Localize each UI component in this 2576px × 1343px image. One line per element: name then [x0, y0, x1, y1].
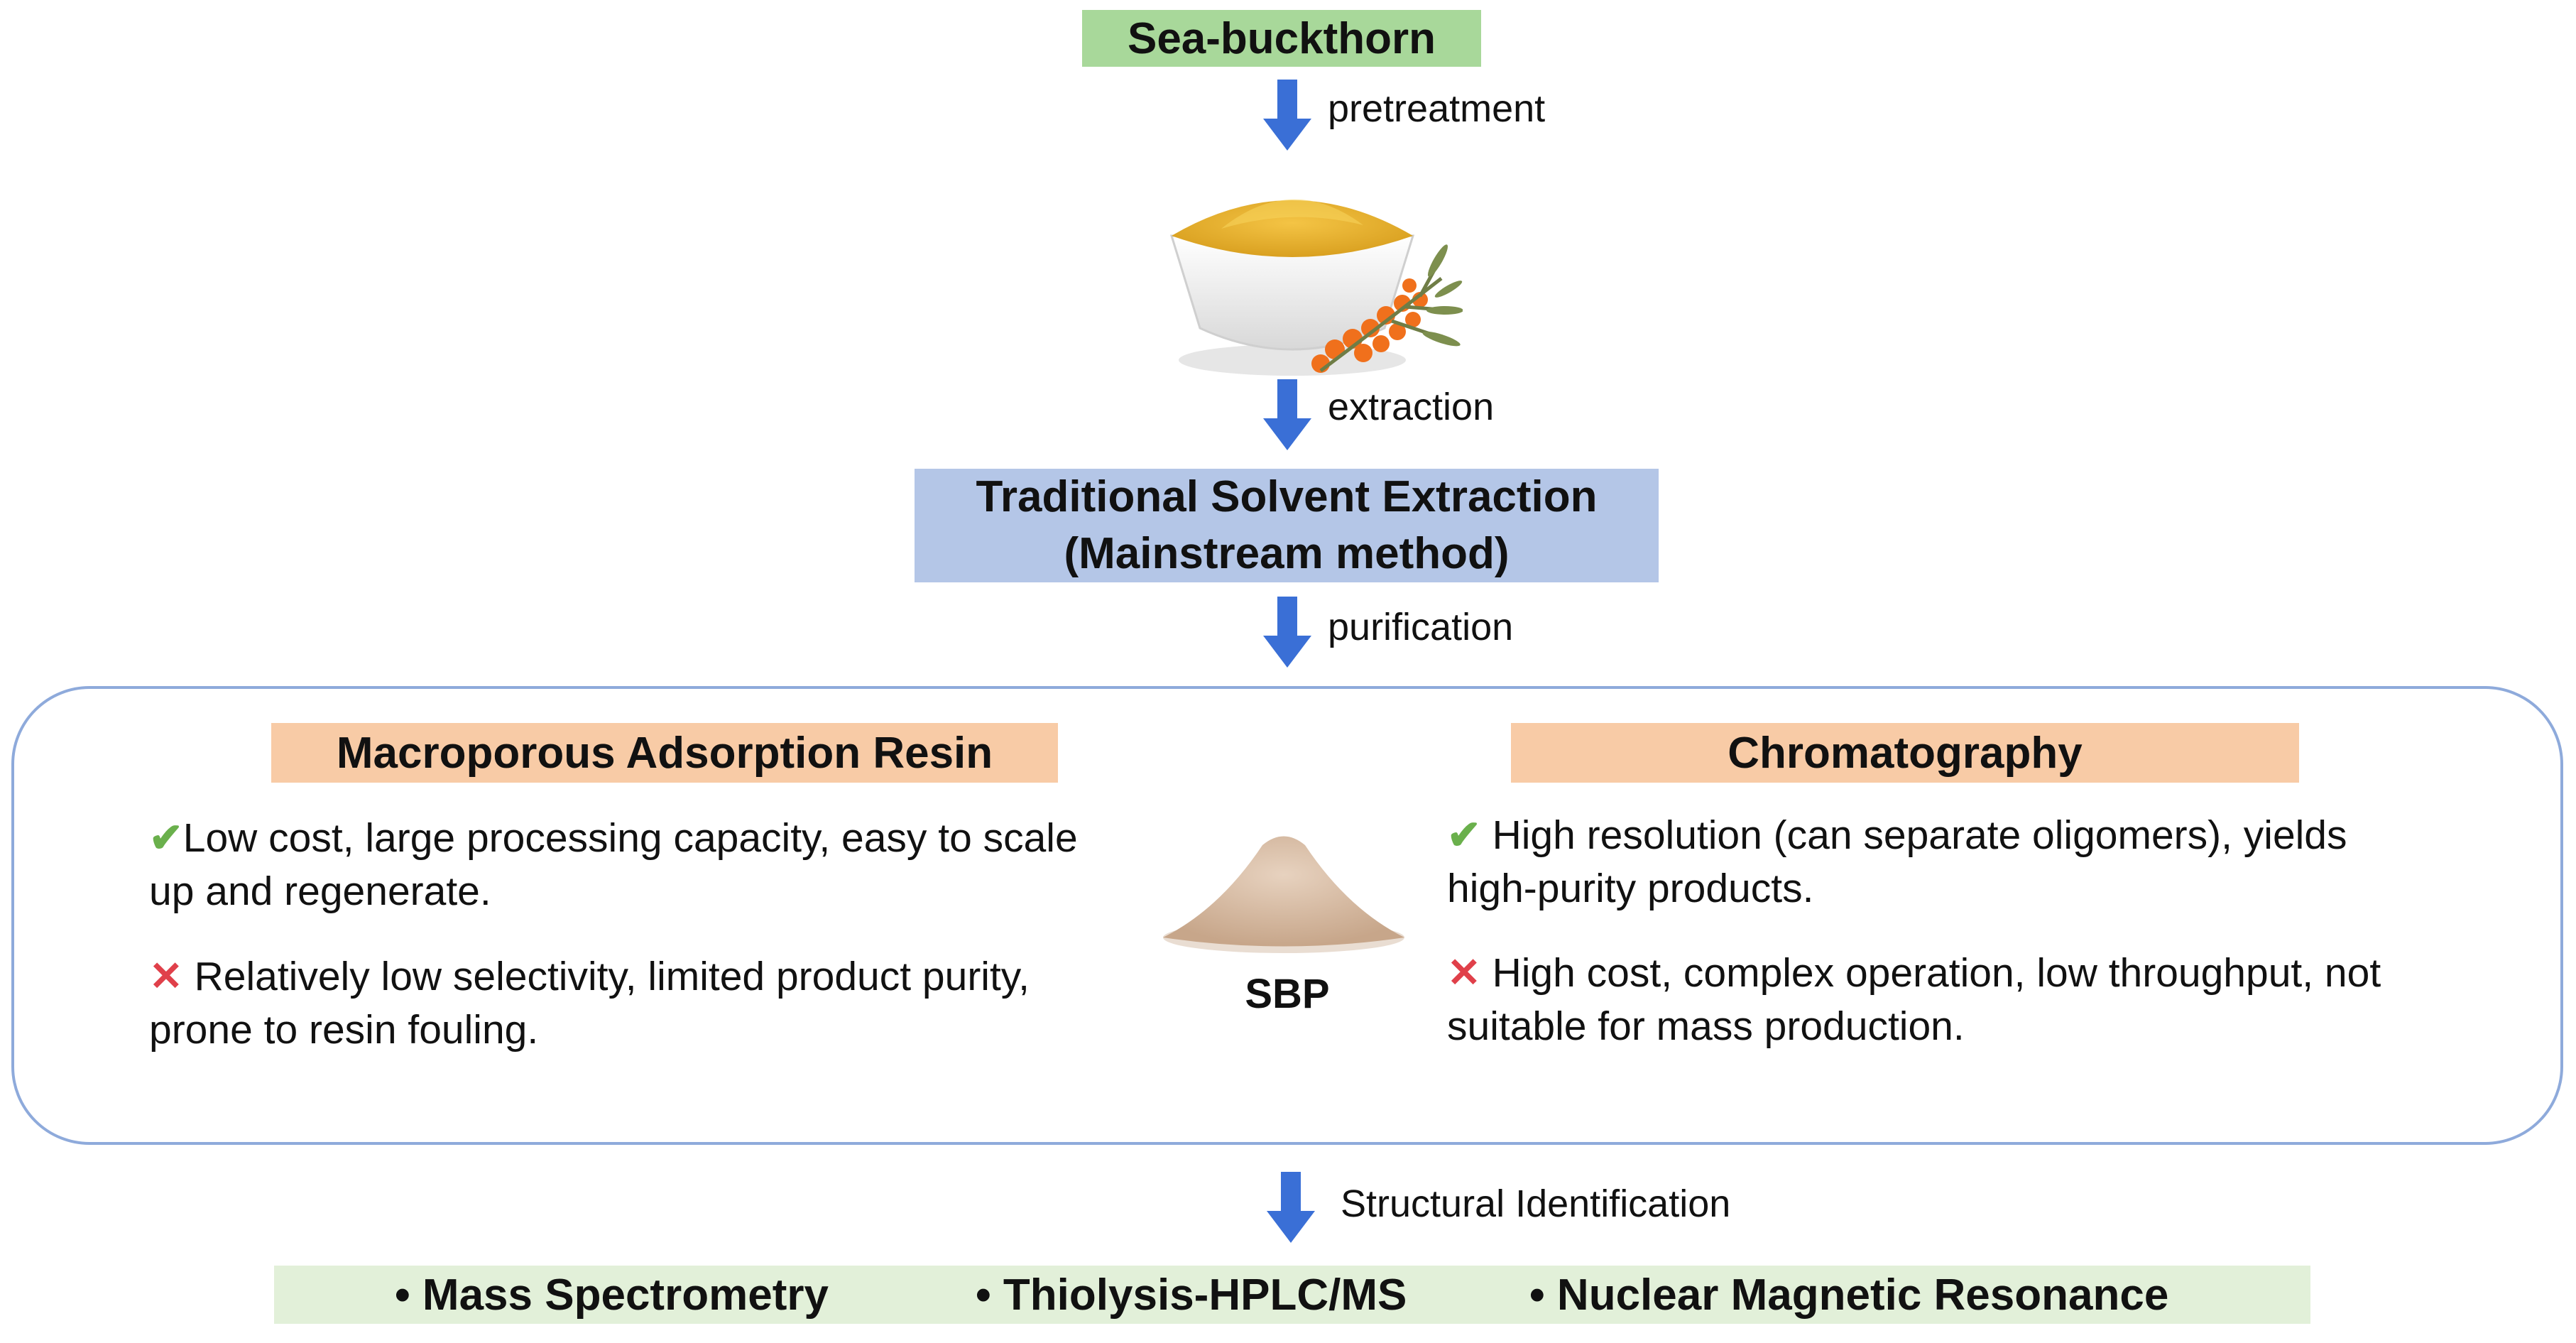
cross-icon: ✕ [1447, 950, 1481, 996]
cross-icon: ✕ [149, 954, 183, 999]
resin-header: Macroporous Adsorption Resin [271, 723, 1058, 783]
down-arrow-icon [1263, 80, 1311, 151]
method-mass-spectrometry: • Mass Spectrometry [395, 1271, 829, 1320]
sea-buckthorn-box: Sea-buckthorn [1082, 10, 1481, 67]
chromatography-header: Chromatography [1511, 723, 2299, 783]
sbp-powder-image [1163, 836, 1404, 953]
down-arrow-icon [1263, 379, 1311, 450]
identification-methods-bar [274, 1266, 2310, 1324]
chromatography-con-text: ✕ High cost, complex operation, low thro… [1447, 950, 2381, 1049]
down-arrow-icon [1267, 1172, 1315, 1243]
solvent-extraction-box: Traditional Solvent Extraction (Mainstre… [915, 469, 1659, 582]
chromatography-title: Chromatography [1728, 728, 2083, 778]
extraction-label: extraction [1328, 386, 1495, 428]
method-thiolysis-hplc-ms: • Thiolysis-HPLC/MS [976, 1271, 1407, 1320]
resin-title: Macroporous Adsorption Resin [336, 728, 993, 778]
chromatography-pro-text: ✔ High resolution (can separate oligomer… [1447, 812, 2347, 911]
structural-identification-label: Structural Identification [1341, 1182, 1731, 1225]
method-nmr: • Nuclear Magnetic Resonance [1529, 1271, 2169, 1320]
pretreatment-label: pretreatment [1328, 87, 1546, 130]
purification-methods-frame [11, 686, 2563, 1145]
purification-label: purification [1328, 606, 1514, 648]
down-arrow-icon [1263, 597, 1311, 668]
check-icon: ✔ [149, 815, 183, 861]
powder-bowl-image [1169, 199, 1463, 376]
resin-pro-text: ✔Low cost, large processing capacity, ea… [149, 815, 1078, 914]
sea-buckthorn-label: Sea-buckthorn [1127, 13, 1436, 63]
extraction-method-subtitle: (Mainstream method) [1064, 529, 1510, 578]
extraction-method-title: Traditional Solvent Extraction [976, 472, 1598, 521]
check-icon: ✔ [1447, 812, 1481, 858]
resin-con-text: ✕ Relatively low selectivity, limited pr… [149, 954, 1030, 1053]
sbp-label: SBP [1245, 971, 1330, 1017]
